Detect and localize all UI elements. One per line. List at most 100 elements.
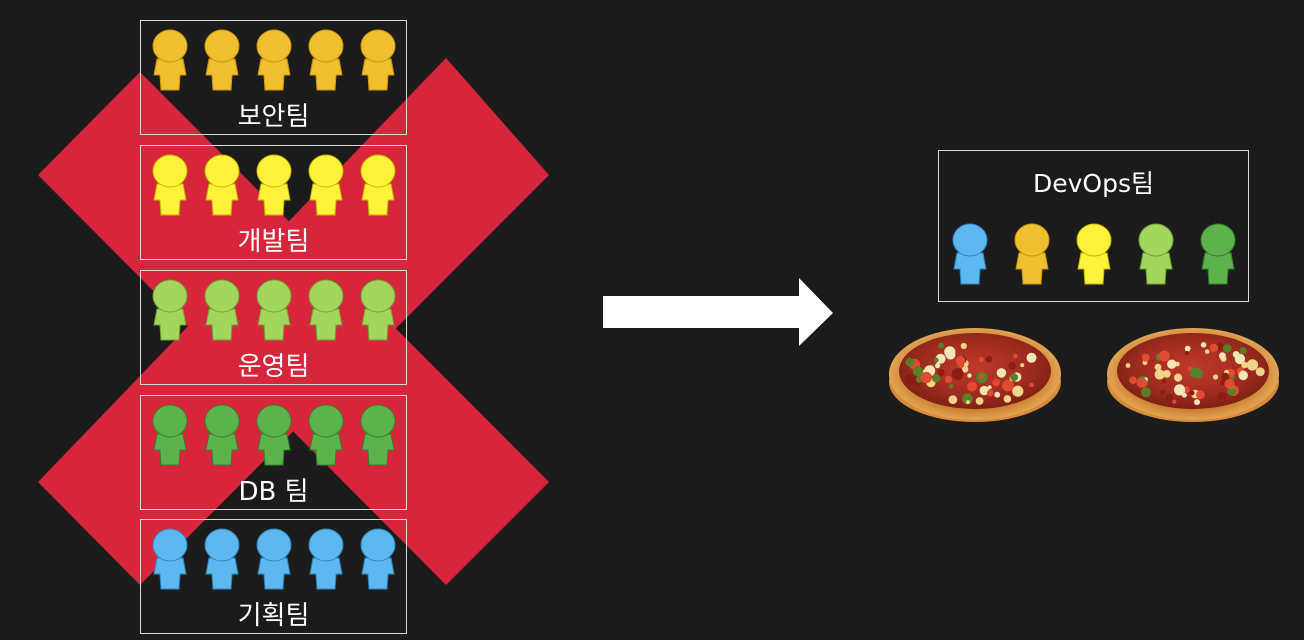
pizza-topping (1160, 389, 1165, 395)
pizza-topping (960, 342, 967, 350)
pizza-topping (933, 357, 939, 363)
person-icon (152, 154, 188, 216)
pizza-topping (1227, 386, 1236, 396)
pizza-topping (1026, 352, 1037, 363)
devops-team-members (949, 223, 1239, 285)
pizza-topping (945, 349, 956, 360)
person-icon (152, 404, 188, 466)
person-icon (308, 279, 344, 341)
person-icon (204, 528, 240, 590)
pizza-topping (1238, 370, 1248, 381)
team-members (149, 29, 399, 91)
pizza-topping (955, 355, 966, 366)
pizza-topping (962, 393, 973, 405)
team-label: 보안팀 (237, 102, 310, 132)
pizza-topping (1246, 359, 1259, 371)
person-icon (360, 279, 396, 341)
pizza-topping (1184, 351, 1190, 356)
pizza-topping (1232, 351, 1240, 358)
person-icon (360, 404, 396, 466)
pizza-topping (1209, 343, 1219, 353)
devops-team-title: DevOps팀 (1033, 169, 1154, 198)
pizza-topping (1200, 342, 1207, 348)
pizza-icon (889, 328, 1061, 422)
pizza-topping (1194, 399, 1200, 406)
team-label: DB 팀 (238, 477, 309, 507)
pizza-topping (994, 391, 1001, 398)
pizza-topping (932, 374, 941, 383)
pizza-topping (1165, 393, 1174, 402)
pizza-topping (1002, 379, 1014, 392)
right-arrow-icon (603, 278, 833, 346)
team-box-planning: 기획팀 (140, 519, 407, 634)
pizza-topping (1174, 384, 1186, 396)
pizza-topping (1008, 362, 1016, 370)
person-icon (952, 223, 988, 285)
person-icon (1014, 223, 1050, 285)
person-icon (152, 29, 188, 91)
person-icon (308, 528, 344, 590)
team-box-db: DB 팀 (140, 395, 407, 510)
pizza-topping (1003, 395, 1012, 403)
pizza-topping (967, 373, 972, 378)
person-icon (360, 154, 396, 216)
pizza-topping (1221, 372, 1230, 381)
pizza-topping (987, 385, 992, 390)
pizza-topping (1241, 361, 1248, 369)
pizza-topping (1255, 367, 1265, 377)
pizza-topping (966, 400, 970, 405)
person-icon (256, 528, 292, 590)
team-box-security: 보안팀 (140, 20, 407, 135)
person-icon (256, 404, 292, 466)
pizza-topping (1141, 387, 1151, 398)
pizza-topping (1159, 350, 1170, 362)
pizza-topping (1154, 363, 1162, 371)
pizza-topping (1010, 373, 1018, 382)
pizza-topping (1220, 380, 1225, 386)
team-members (149, 404, 399, 466)
pizza-topping (935, 363, 941, 369)
person-icon (1200, 223, 1236, 285)
pizza-topping (985, 355, 993, 363)
team-members (149, 279, 399, 341)
pizza-toppings (1125, 342, 1265, 406)
pizza-topping (1174, 373, 1183, 382)
pizza-topping (1012, 385, 1024, 397)
pizza-topping (1217, 391, 1227, 401)
person-icon (256, 154, 292, 216)
pizza-topping (1029, 382, 1034, 388)
pizza-topping (992, 378, 1000, 387)
person-icon (152, 528, 188, 590)
team-label: 개발팀 (237, 227, 310, 257)
person-icon (204, 279, 240, 341)
pizza-topping (1125, 363, 1131, 368)
pizza-topping (920, 371, 932, 384)
pizza-topping (1187, 366, 1192, 371)
pizza-topping (1212, 374, 1219, 380)
pizza-topping (1218, 352, 1226, 360)
team-members (149, 528, 399, 590)
pizza-topping (904, 373, 916, 385)
person-icon (308, 154, 344, 216)
pizza-topping (1172, 399, 1177, 404)
pizza-topping (1136, 377, 1147, 388)
pizza-topping (1189, 390, 1195, 396)
team-box-operations: 운영팀 (140, 270, 407, 385)
person-icon (308, 404, 344, 466)
person-icon (360, 29, 396, 91)
pizza-topping (961, 366, 969, 373)
person-icon (1138, 223, 1174, 285)
pizza-topping (975, 397, 984, 405)
pizza-topping (1204, 349, 1210, 354)
pizza-topping (1222, 344, 1232, 353)
pizza-topping (1193, 368, 1204, 379)
person-icon (256, 279, 292, 341)
pizza-topping (944, 375, 952, 384)
pizza-icon (1107, 328, 1279, 422)
pizza-topping (1129, 376, 1137, 384)
pizza-topping (1162, 370, 1171, 378)
pizza-topping (938, 342, 944, 349)
pizza-topping (912, 366, 924, 377)
pizza-topping (948, 383, 954, 389)
